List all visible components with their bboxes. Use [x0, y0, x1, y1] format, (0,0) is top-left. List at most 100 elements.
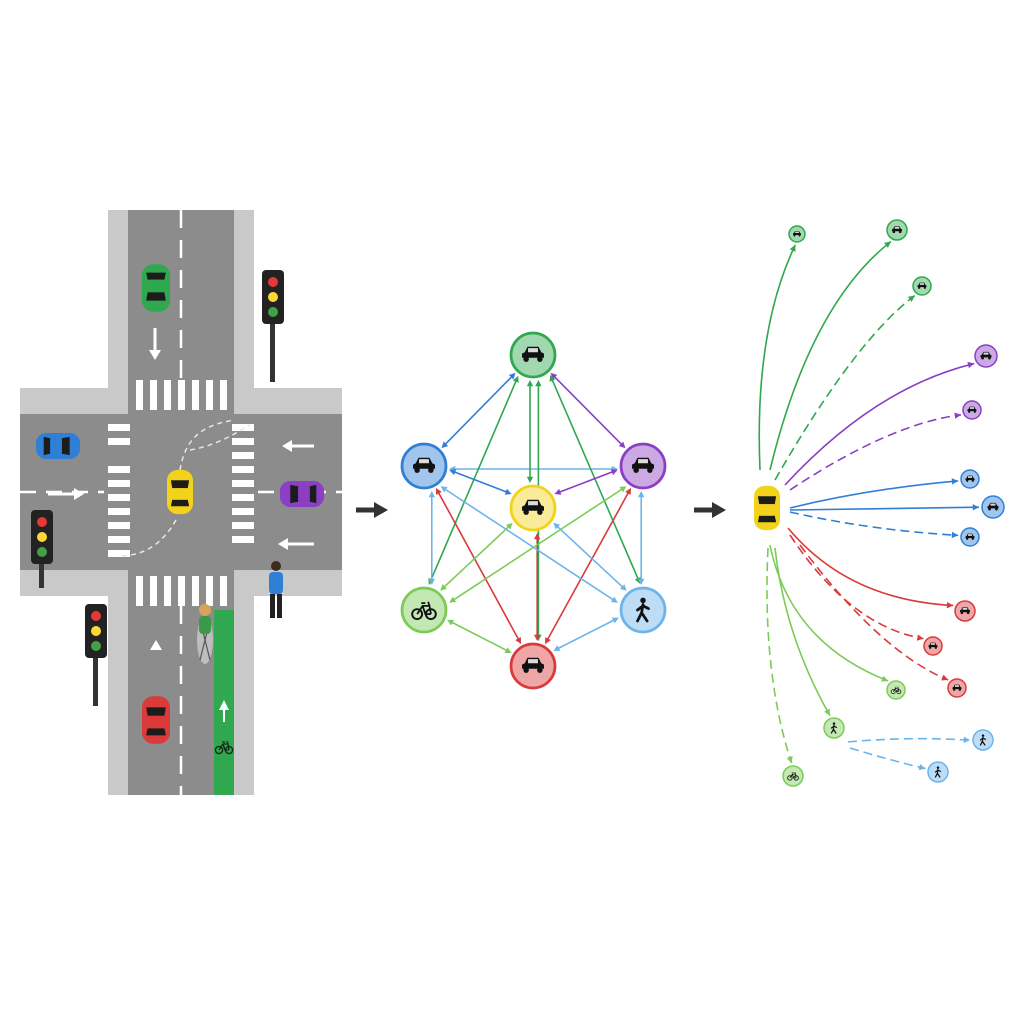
cyclist	[197, 604, 213, 664]
predicted-trajectory	[787, 527, 976, 622]
traffic-light-sw	[85, 604, 107, 706]
car-icon	[754, 485, 780, 531]
graph-edge	[549, 374, 641, 584]
trajectory-path	[789, 414, 962, 491]
trajectory-path	[787, 527, 954, 607]
graph-edge-head-from	[526, 476, 534, 483]
predicted-trajectory	[789, 400, 982, 491]
bike-lane-arrow	[219, 700, 229, 722]
predicted-agent	[927, 761, 949, 783]
graph-edge-head-from	[505, 522, 513, 530]
graph-edge-line	[556, 525, 624, 588]
predicted-trajectory	[784, 344, 998, 486]
graph-edge-head-from	[504, 488, 512, 495]
intersection-scene	[20, 210, 342, 795]
predicted-trajectory	[789, 511, 980, 547]
graph-edge	[449, 469, 512, 495]
graph-edge-head-to	[638, 578, 645, 585]
graph-edge-line	[430, 380, 517, 581]
crosswalk-south	[136, 576, 227, 606]
graph-edge-head-to	[610, 469, 618, 476]
graph-edge-head-to	[534, 634, 541, 641]
trajectory-arrowhead	[951, 531, 959, 539]
trajectory-arrowhead	[946, 601, 954, 609]
graph-edge	[435, 487, 522, 645]
predicted-trajectory	[789, 495, 1005, 519]
trajectory-path	[799, 544, 949, 681]
trajectory-path	[849, 747, 926, 770]
interaction-graph	[400, 331, 667, 690]
road-arrows	[48, 328, 314, 650]
graph-edge-head-from	[440, 486, 448, 493]
trajectory-path	[769, 240, 892, 471]
graph-edge-line	[546, 491, 630, 641]
graph-edge-head-to	[512, 375, 519, 383]
graph-edge	[449, 465, 618, 473]
red-car	[142, 696, 170, 744]
graph-edge	[550, 372, 626, 449]
graph-edge	[447, 619, 512, 653]
trajectory-path	[784, 362, 975, 486]
graph-edge	[638, 491, 645, 585]
graph-edge-head-to	[549, 374, 556, 382]
graph-edge-line	[437, 491, 520, 641]
predicted-trajectory	[849, 747, 949, 783]
predicted-trajectory	[799, 544, 967, 698]
graph-edge-head-from	[447, 619, 455, 626]
predicted-agent	[981, 495, 1005, 519]
trajectory-path	[789, 534, 924, 640]
graph-edge	[440, 486, 618, 603]
graph-edge	[554, 469, 618, 495]
graph-edge-line	[551, 379, 640, 580]
trajectory-arrowhead	[951, 478, 959, 485]
graph-edge-head-from	[618, 441, 626, 449]
trajectory-path	[774, 547, 831, 717]
graph-edge	[545, 487, 631, 645]
predicted-trajectory	[847, 729, 994, 751]
yellow-car	[167, 469, 193, 515]
trajectory-path	[774, 294, 916, 481]
traffic-light-ne	[262, 270, 284, 382]
trajectory-arrowhead	[916, 634, 924, 641]
graph-edge-head-from	[428, 491, 435, 498]
graph-node-car-yellow	[509, 484, 557, 532]
graph-edge-line	[553, 375, 623, 446]
predicted-agent	[974, 344, 998, 368]
graph-edge-head-to	[428, 578, 435, 585]
predicted-trajectory	[789, 534, 943, 656]
graph-edge-head-from	[553, 522, 561, 530]
graph-edge-head-to	[440, 584, 447, 591]
graph-edge-head-to	[449, 469, 457, 476]
predicted-trajectory	[774, 547, 845, 739]
graph-edge-head-to	[545, 637, 551, 645]
trajectory-arrowhead	[907, 295, 915, 302]
graph-node-walker-lightblue	[619, 586, 667, 634]
graph-edge-head-to	[610, 596, 618, 603]
graph-edge	[526, 380, 534, 483]
pedestrian-on-corner	[269, 561, 283, 618]
predicted-trajectory	[774, 276, 932, 481]
graph-edge-head-from	[441, 441, 449, 449]
trajectory-arrowhead	[972, 504, 980, 511]
graph-edge-line	[557, 619, 615, 650]
graph-edge-head-from	[634, 576, 641, 584]
graph-edge-line	[444, 375, 513, 446]
predicted-trajectory	[769, 219, 908, 471]
trajectory-path	[789, 480, 959, 509]
graph-edge-head-from	[619, 486, 627, 493]
graph-edge	[449, 486, 627, 603]
graph-node-bike-lightgreen	[400, 586, 448, 634]
stage-arrow-1	[356, 502, 388, 518]
graph-edge-head-to	[526, 380, 534, 387]
trajectory-prediction	[754, 219, 1005, 787]
trajectory-arrowhead	[967, 361, 975, 369]
graph-edge-head-to	[504, 647, 512, 653]
purple-car	[279, 481, 325, 507]
graph-edge-line	[444, 488, 615, 601]
predicted-agent	[972, 729, 994, 751]
trajectory-path	[789, 511, 959, 537]
graph-edge	[553, 522, 627, 591]
trajectory-arrowhead	[786, 756, 793, 764]
predicted-agent	[823, 717, 845, 739]
